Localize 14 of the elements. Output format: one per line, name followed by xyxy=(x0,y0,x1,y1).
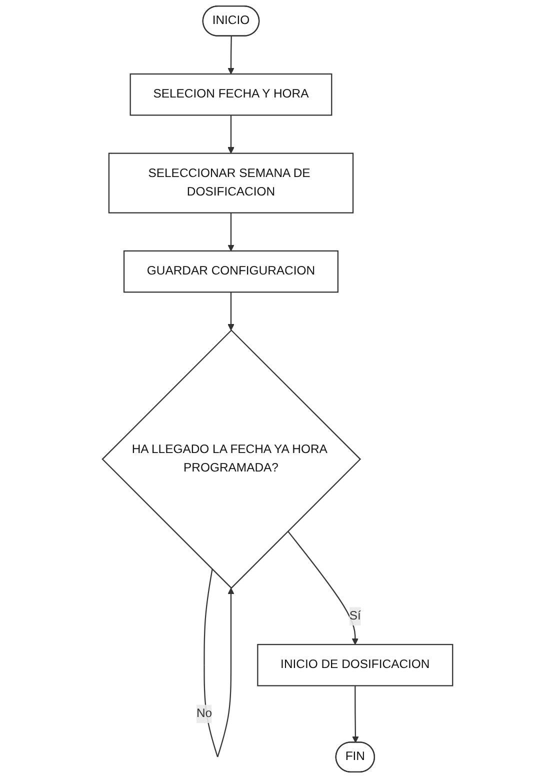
node-box: SELECCIONAR SEMANA DE DOSIFICACION xyxy=(108,152,354,214)
arrow xyxy=(287,530,358,645)
node-box: GUARDAR CONFIGURACION xyxy=(123,250,338,293)
arrow xyxy=(352,686,359,743)
arrow xyxy=(228,212,234,252)
edge-label: No xyxy=(196,707,212,720)
arrow xyxy=(228,36,234,74)
edge-label: Sí xyxy=(349,609,361,622)
node-diamond: HA LLEGADO LA FECHA YA HORA PROGRAMADA? xyxy=(102,329,362,589)
arrow xyxy=(204,569,234,758)
node-box: INICIO DE DOSIFICACION xyxy=(257,644,454,686)
arrow xyxy=(228,292,234,331)
arrow xyxy=(228,115,234,154)
node-box: SELECION FECHA Y HORA xyxy=(130,73,332,116)
